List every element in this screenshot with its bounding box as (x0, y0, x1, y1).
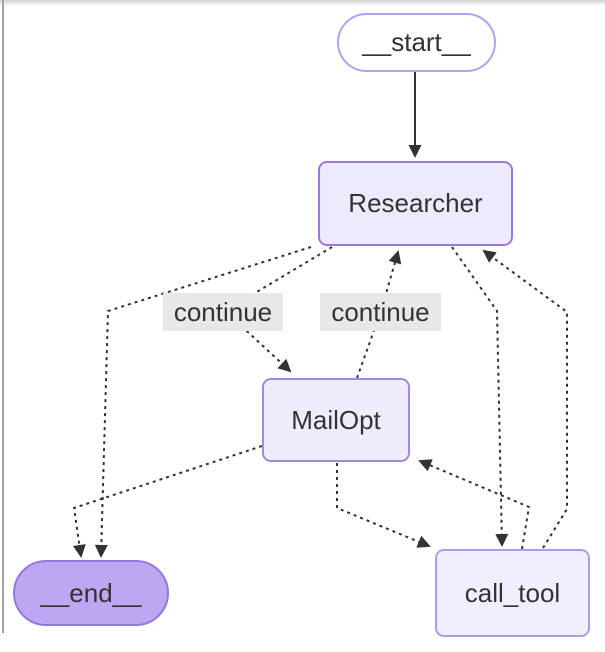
edge-researcher-to-calltool (451, 246, 509, 547)
edge-researcher-to-mailopt (223, 246, 333, 373)
edge-label-continue-right: continue (320, 293, 441, 331)
node-mailopt: MailOpt (262, 378, 410, 462)
edge-researcher-to-end (94, 246, 312, 558)
edge-calltool-to-mailopt (418, 459, 531, 550)
node-mailopt-label: MailOpt (291, 404, 381, 435)
window-top-edge (0, 0, 605, 5)
edge-mailopt-to-calltool (336, 463, 431, 548)
node-end: __end__ (13, 560, 169, 626)
edge-label-continue-left: continue (163, 293, 283, 331)
edge-label-continue-left-text: continue (173, 296, 273, 327)
window-left-edge (2, 0, 4, 633)
edge-mailopt-to-end (72, 445, 263, 558)
node-researcher-label: Researcher (348, 188, 483, 218)
node-end-label: __end__ (40, 577, 142, 608)
node-researcher: Researcher (318, 161, 513, 246)
edge-label-continue-right-text: continue (331, 296, 430, 327)
node-start: __start__ (337, 13, 496, 72)
node-call-tool-label: call_tool (464, 577, 561, 608)
node-start-label: __start__ (362, 27, 471, 57)
node-call-tool: call_tool (435, 549, 590, 637)
edge-calltool-to-researcher (482, 249, 568, 549)
